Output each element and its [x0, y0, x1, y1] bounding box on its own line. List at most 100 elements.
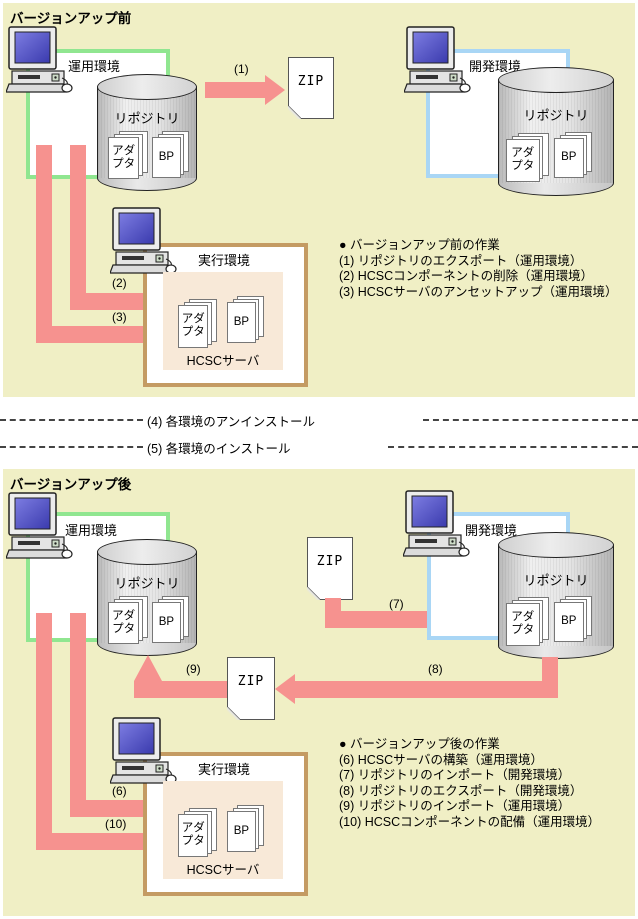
notes-after: ● バージョンアップ後の作業 (6) HCSCサーバの構築（運用環境） (7) … [339, 737, 600, 830]
divider-dash [423, 419, 638, 421]
page-fold [227, 707, 240, 720]
adapter-page: アダプタ [506, 602, 540, 646]
bp-doc-stack: BP [152, 131, 189, 178]
development-env-label: 開発環境 [469, 59, 522, 74]
arrow-6-bar [70, 800, 160, 817]
step-8-label: (8) [428, 662, 443, 676]
notes-title: ● バージョンアップ前の作業 [339, 238, 500, 252]
step-7-label: (7) [389, 597, 404, 611]
step-10-label: (10) [105, 817, 127, 831]
zip-file: ZIP [307, 537, 353, 600]
adapter-doc-stack: アダプタ [108, 131, 148, 179]
operation-env-label: 運用環境 [65, 523, 118, 538]
repository-label: リポジトリ [114, 111, 180, 126]
flow-bar-vertical [36, 145, 52, 343]
bp-page: BP [152, 136, 181, 178]
note-line: (3) HCSCサーバのアンセットアップ（運用環境） [339, 284, 618, 299]
repository-label: リポジトリ [523, 108, 589, 123]
zip-file: ZIP [288, 57, 334, 119]
cylinder-top [498, 67, 614, 93]
repository-cylinder: リポジトリ アダプタ BP [498, 532, 614, 659]
page-fold [307, 587, 320, 600]
adapter-page: アダプタ [178, 813, 209, 857]
step-9-label: (9) [186, 662, 201, 676]
cylinder-top [498, 532, 614, 558]
zip-label: ZIP [316, 554, 344, 569]
bp-doc-stack: BP [227, 805, 264, 852]
repository-cylinder: リポジトリ アダプタ BP [97, 539, 197, 656]
note-line: (10) HCSCコンポーネントの配備（運用環境） [339, 814, 601, 829]
repository-label: リポジトリ [523, 573, 589, 588]
note-line: (7) リポジトリのインポート（開発環境） [339, 768, 571, 782]
bp-page: BP [554, 601, 584, 642]
bp-doc-stack: BP [554, 132, 592, 178]
bp-doc-stack: BP [152, 596, 189, 643]
notes-before: ● バージョンアップ前の作業 (1) リポジトリのエクスポート（運用環境） (2… [339, 238, 618, 300]
bp-page: BP [152, 601, 181, 643]
bp-page: BP [227, 301, 256, 343]
notes-title: ● バージョンアップ後の作業 [339, 737, 500, 751]
adapter-doc-stack: アダプタ [108, 596, 148, 644]
arrow-10-bar [36, 833, 160, 850]
divider-dash [388, 446, 638, 448]
before-title: バージョンアップ前 [10, 11, 132, 26]
arrow-2-bar [70, 293, 160, 310]
zip-file: ZIP [227, 657, 275, 720]
divider-uninstall-label: (4) 各環境のアンインストール [147, 415, 316, 429]
adapter-page: アダプタ [108, 601, 140, 644]
bp-page: BP [554, 137, 584, 178]
computer-icon [402, 490, 471, 558]
hcsc-server-area: アダプタ BP HCSCサーバ [163, 272, 283, 370]
note-line: (6) HCSCサーバの構築（運用環境） [339, 752, 544, 767]
repository-cylinder: リポジトリ アダプタ BP [498, 67, 614, 196]
step-6-label: (6) [112, 784, 127, 798]
after-title: バージョンアップ後 [10, 477, 132, 492]
adapter-doc-stack: アダプタ [178, 808, 217, 857]
hcsc-server-label: HCSCサーバ [186, 863, 260, 877]
note-line: (1) リポジトリのエクスポート（運用環境） [339, 253, 583, 268]
hcsc-server-area: アダプタ BP HCSCサーバ [163, 781, 283, 879]
development-env-label: 開発環境 [465, 523, 518, 538]
arrow-9-bar [134, 681, 227, 698]
note-line: (2) HCSCコンポーネントの削除（運用環境） [339, 269, 594, 283]
adapter-doc-stack: アダプタ [178, 299, 217, 348]
execution-env-label: 実行環境 [198, 762, 251, 777]
adapter-doc-stack: アダプタ [506, 133, 549, 182]
zip-label: ZIP [237, 674, 265, 689]
divider-dash [0, 446, 143, 448]
flow-bar-vertical [70, 145, 86, 310]
bp-doc-stack: BP [227, 296, 264, 343]
adapter-page: アダプタ [506, 138, 540, 182]
divider-install-label: (5) 各環境のインストール [147, 442, 291, 456]
computer-icon [403, 26, 472, 94]
hcsc-server-label: HCSCサーバ [186, 354, 260, 368]
page-fold [288, 106, 301, 119]
arrow-1-bar [205, 82, 265, 98]
execution-env-label: 実行環境 [198, 253, 251, 268]
operation-env-label: 運用環境 [68, 59, 121, 74]
flow-bar-vertical [36, 613, 52, 850]
cylinder-top [97, 539, 197, 565]
arrow-9-head [134, 655, 162, 681]
computer-icon [109, 717, 178, 785]
bp-page: BP [227, 810, 256, 852]
repository-cylinder: リポジトリ アダプタ BP [97, 74, 197, 191]
arrow-1-head [265, 75, 285, 105]
note-line: (9) リポジトリのインポート（運用環境） [339, 799, 571, 813]
divider-dash [0, 419, 143, 421]
computer-icon [5, 26, 74, 94]
computer-icon [5, 492, 74, 560]
adapter-doc-stack: アダプタ [506, 597, 549, 646]
computer-icon [109, 207, 178, 275]
repository-label: リポジトリ [114, 576, 180, 591]
arrow-8-bar [295, 681, 558, 698]
zip-label: ZIP [297, 74, 325, 89]
step-3-label: (3) [112, 310, 127, 324]
adapter-page: アダプタ [108, 136, 140, 179]
arrow-8-head [275, 674, 295, 704]
bp-doc-stack: BP [554, 596, 592, 642]
step-1-label: (1) [234, 62, 249, 76]
step-2-label: (2) [112, 276, 127, 290]
flow-bar-vertical [70, 613, 86, 817]
note-line: (8) リポジトリのエクスポート（開発環境） [339, 783, 583, 798]
